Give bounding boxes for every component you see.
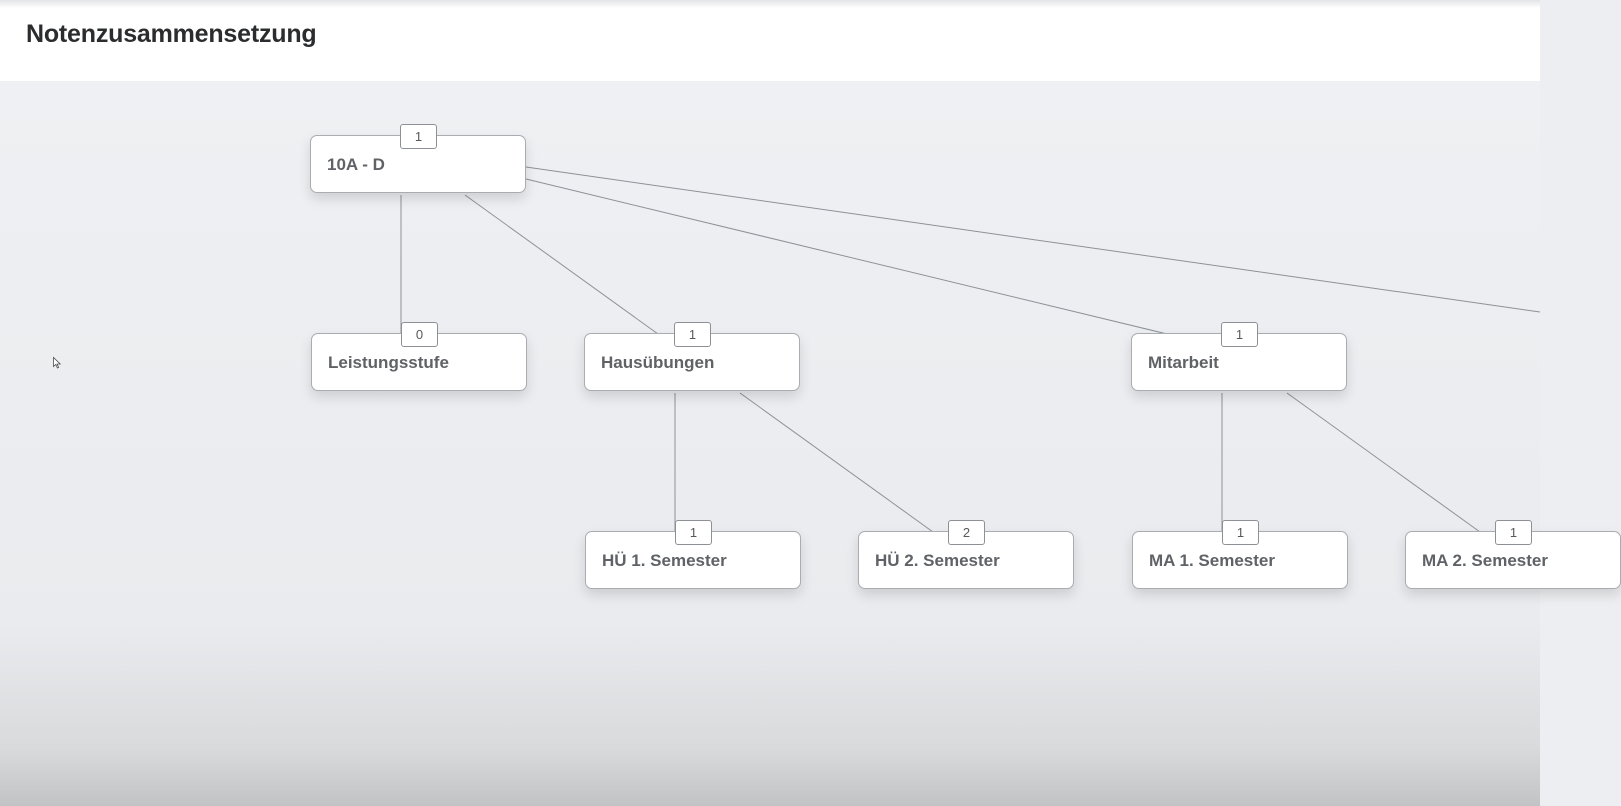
connector-10a-d-offscreen — [525, 166, 1541, 313]
weight-badge[interactable]: 1 — [1222, 520, 1259, 545]
connector-10a-d-hausuebungen — [464, 194, 659, 335]
node-label: 10A - D — [327, 155, 385, 174]
node-leistungsstufe[interactable]: 0 Leistungsstufe — [311, 322, 527, 391]
node-ma-2[interactable]: 1 MA 2. Semester — [1405, 520, 1621, 589]
connector-10a-d-mitarbeit — [525, 178, 1168, 335]
node-label: HÜ 1. Semester — [602, 551, 727, 570]
connector-hausuebungen-hue-2 — [739, 392, 934, 533]
weight-badge[interactable]: 1 — [1495, 520, 1532, 545]
node-label: MA 2. Semester — [1422, 551, 1548, 570]
weight-badge[interactable]: 1 — [400, 124, 437, 149]
node-hausuebungen[interactable]: 1 Hausübungen — [584, 322, 800, 391]
node-label: MA 1. Semester — [1149, 551, 1275, 570]
node-label: HÜ 2. Semester — [875, 551, 1000, 570]
node-mitarbeit[interactable]: 1 Mitarbeit — [1131, 322, 1347, 391]
weight-badge[interactable]: 2 — [948, 520, 985, 545]
node-hue-1[interactable]: 1 HÜ 1. Semester — [585, 520, 801, 589]
node-10a-d[interactable]: 1 10A - D — [310, 124, 526, 193]
weight-badge[interactable]: 1 — [675, 520, 712, 545]
node-ma-1[interactable]: 1 MA 1. Semester — [1132, 520, 1348, 589]
node-hue-2[interactable]: 2 HÜ 2. Semester — [858, 520, 1074, 589]
weight-badge[interactable]: 1 — [674, 322, 711, 347]
page-title: Notenzusammensetzung — [26, 20, 317, 48]
node-label: Mitarbeit — [1148, 353, 1219, 372]
weight-badge[interactable]: 0 — [401, 322, 438, 347]
grade-composition-canvas[interactable]: 1 10A - D 0 Leistungsstufe 1 Hausübungen… — [0, 81, 1621, 806]
weight-badge[interactable]: 1 — [1221, 322, 1258, 347]
node-label: Hausübungen — [601, 353, 715, 372]
mouse-cursor-icon — [53, 356, 62, 369]
page-header: Notenzusammensetzung — [0, 0, 1540, 82]
tree-connectors — [400, 166, 1541, 533]
node-label: Leistungsstufe — [328, 353, 449, 372]
connector-mitarbeit-ma-2 — [1286, 392, 1481, 533]
